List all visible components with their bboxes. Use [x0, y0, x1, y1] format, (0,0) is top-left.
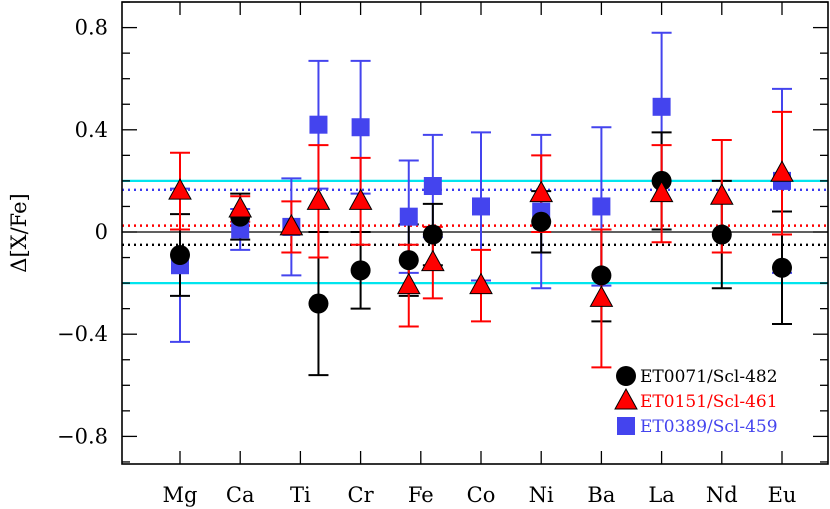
legend-marker [617, 417, 635, 435]
legend-label: ET0151/Scl-461 [640, 392, 778, 412]
point-circle-fe [398, 250, 419, 271]
y-tick-labels: −0.8 −0.4 0 0.4 0.8 [57, 16, 108, 449]
legend-label: ET0389/Scl-459 [640, 417, 778, 437]
y-tick-label: 0 [95, 220, 108, 244]
data-markers [168, 97, 794, 314]
point-triangle-ca [228, 195, 253, 218]
point-triangle-ti [306, 188, 331, 210]
point-circle-nd [711, 224, 732, 245]
y-axis-title: Δ[X/Fe] [7, 193, 31, 272]
point-triangle-fe [396, 272, 421, 295]
point-triangle-mg [168, 178, 192, 200]
y-tick-label: 0.4 [75, 118, 108, 142]
point-square-ba [592, 197, 611, 216]
point-circle-eu [772, 257, 792, 278]
legend: ET0071/Scl-482ET0151/Scl-461ET0389/Scl-4… [614, 366, 778, 437]
point-circle-ba [591, 265, 612, 286]
point-circle-ti [308, 293, 329, 314]
point-circle-fe [422, 224, 443, 245]
y-tick-label: −0.4 [57, 322, 108, 346]
x-tick-label: Co [467, 483, 496, 507]
point-triangle-eu [770, 160, 794, 182]
y-tick-label: 0.8 [75, 16, 108, 40]
point-triangle-ba [589, 285, 614, 307]
point-triangle-ti [279, 213, 304, 236]
point-circle-cr [350, 260, 371, 281]
legend-marker [614, 387, 638, 410]
point-circle-mg [170, 244, 190, 265]
point-triangle-la [649, 180, 674, 203]
legend-label: ET0071/Scl-482 [640, 367, 778, 387]
x-tick-labels: Mg Ca Ti Cr Fe Co Ni Ba La Nd Eu [163, 483, 797, 507]
x-tick-label: Ba [587, 483, 615, 507]
x-tick-label: Mg [163, 483, 198, 507]
point-square-fe [399, 207, 418, 226]
point-triangle-fe [420, 249, 445, 272]
x-tick-label: Ca [226, 483, 255, 507]
x-tick-label: Nd [706, 483, 738, 507]
point-square-ti [309, 115, 328, 134]
point-square-cr [351, 118, 370, 137]
point-triangle-nd [709, 183, 734, 205]
point-triangle-co [469, 272, 493, 295]
point-triangle-cr [348, 188, 373, 210]
x-tick-label: Fe [408, 483, 434, 507]
x-tick-label: Ti [290, 483, 311, 507]
point-square-co [472, 197, 490, 216]
point-square-fe [423, 177, 442, 196]
plot-frame [121, 1, 829, 465]
y-tick-label: −0.8 [57, 424, 108, 448]
axis-ticks [122, 1, 828, 464]
point-triangle-ni [529, 180, 554, 203]
point-circle-ni [531, 211, 552, 232]
x-tick-label: La [648, 483, 674, 507]
x-tick-label: Cr [348, 483, 375, 507]
legend-marker [616, 366, 636, 386]
point-square-la [652, 97, 671, 116]
x-tick-label: Eu [768, 483, 797, 507]
x-tick-label: Ni [529, 483, 554, 507]
